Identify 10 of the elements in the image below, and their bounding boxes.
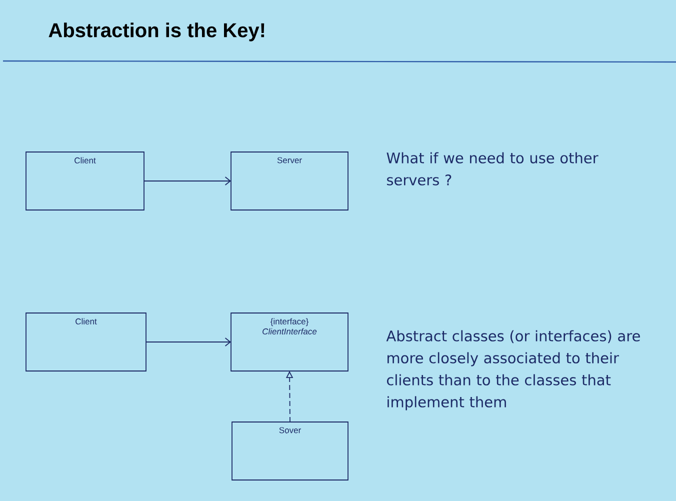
arrow [146, 338, 231, 346]
slide-title: Abstraction is the Key! [48, 22, 264, 42]
class-box: Client [26, 312, 146, 372]
class-box: Client [26, 152, 144, 210]
arrow [144, 176, 231, 186]
note-text: What if we need to use other servers ? [386, 152, 598, 186]
class-box: Sover [232, 422, 348, 480]
note-text: Abstract classes (or interfaces) are more closely associated to their clients than to the classes that implement them [386, 330, 640, 410]
class-box: {interface} ClientInterface [230, 312, 348, 372]
class-box: Server [230, 152, 348, 210]
